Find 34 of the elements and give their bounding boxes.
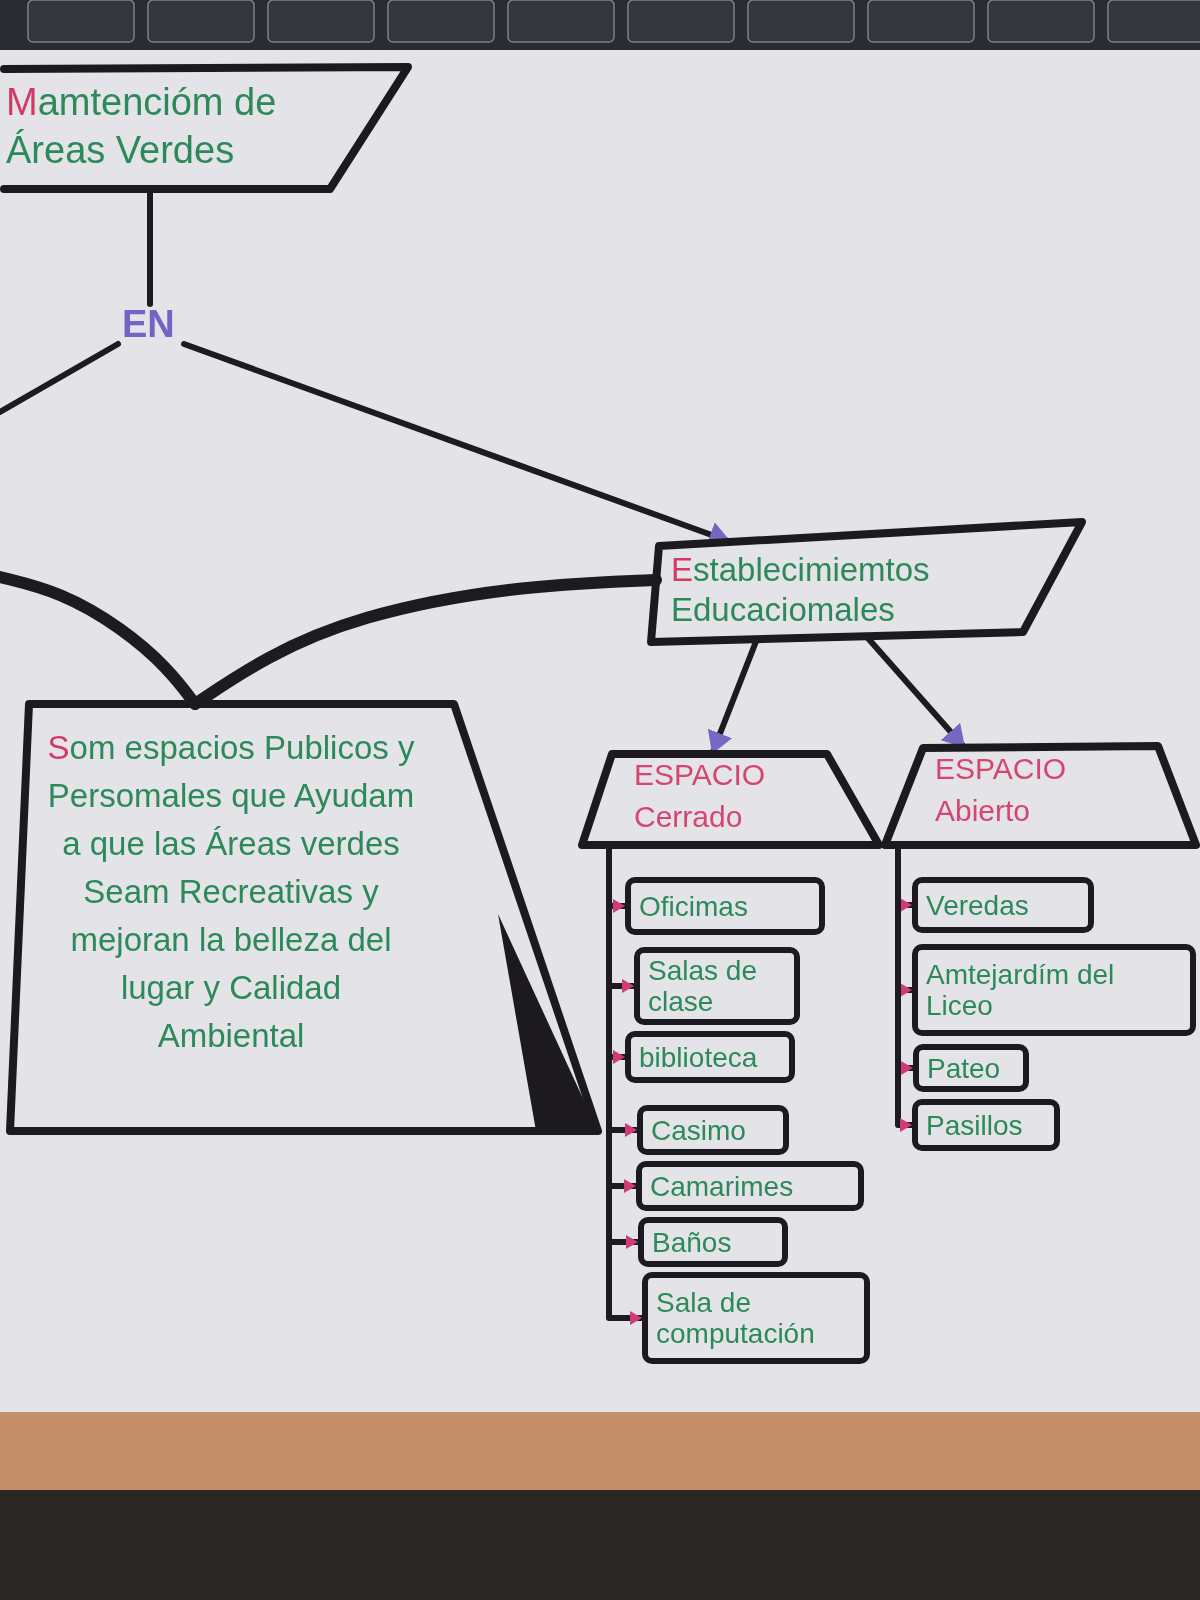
item-box	[625, 877, 825, 935]
item-label: Veredas	[926, 889, 1029, 921]
parallelogram-shape	[0, 64, 414, 194]
item-box	[642, 1272, 870, 1364]
connector-line	[0, 341, 121, 415]
item-box	[637, 1105, 789, 1155]
item-label: Baños	[652, 1226, 732, 1258]
category-label: ESPACIO Cerrado	[634, 757, 767, 835]
item-box	[625, 1031, 795, 1083]
item-label: Pasillos	[926, 1109, 1023, 1141]
item-box	[913, 1044, 1029, 1092]
item-box	[636, 1161, 864, 1211]
item-box	[912, 944, 1196, 1036]
roof-shape	[580, 750, 883, 849]
heading-text: Mamtencióm de Áreas Verdes	[6, 80, 278, 173]
item-label: Camarimes	[650, 1170, 794, 1202]
roof-shape	[883, 744, 1200, 849]
item-label: Salas de clase	[648, 955, 758, 1017]
node-text: Establecimiemtos Educaciomales	[671, 550, 931, 630]
description-text: Som espacios Publicos y Persomales que Ayudam a que las Áreas verdes Seam Recreativas y mejoran la belleza del lugar y Calidad Ambiental	[46, 728, 416, 1056]
item-label: Oficimas	[639, 890, 748, 922]
item-label: Casimo	[651, 1114, 746, 1146]
item-box	[912, 877, 1094, 933]
item-box	[912, 1099, 1060, 1151]
item-label: biblioteca	[639, 1041, 758, 1073]
connector-line	[0, 571, 201, 710]
connector-word: EN	[122, 304, 175, 344]
item-label: Pateo	[927, 1052, 1001, 1084]
item-box	[638, 1217, 788, 1267]
item-box	[634, 947, 800, 1025]
item-label: Amtejardím del Liceo	[926, 959, 1116, 1021]
trapezoid-shape	[6, 700, 604, 1137]
item-label: Sala de computación	[656, 1287, 816, 1349]
category-label: ESPACIO Abierto	[935, 751, 1068, 829]
